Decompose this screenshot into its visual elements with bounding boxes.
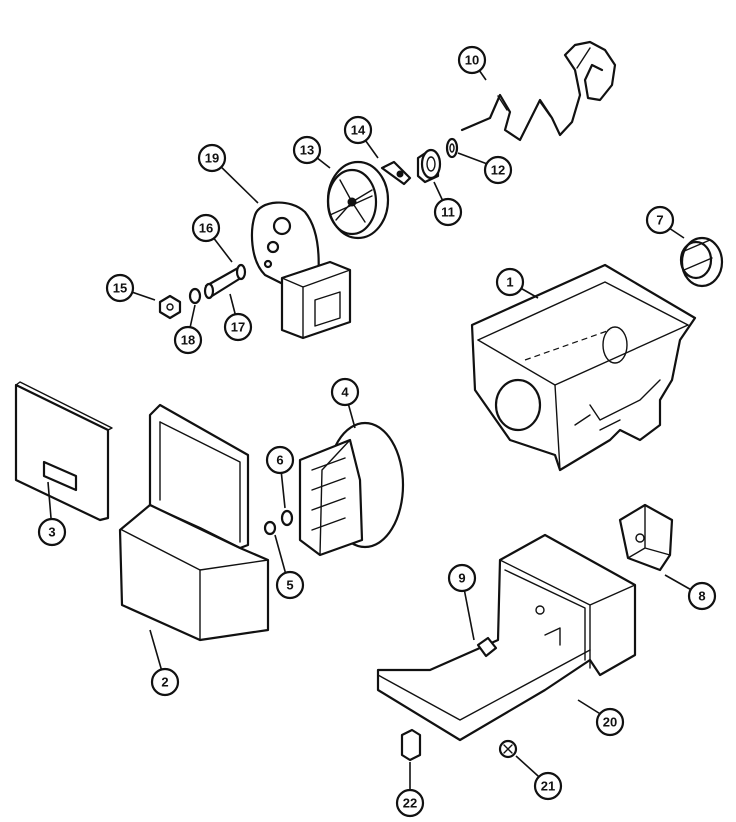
callout-label: 14	[351, 123, 366, 138]
ice-bucket-part	[470, 263, 697, 472]
callout-7: 7	[645, 205, 675, 235]
callout-label: 10	[465, 53, 479, 68]
cup-part	[679, 236, 724, 288]
switch-motor-part	[618, 503, 674, 572]
callout-16: 16	[191, 213, 221, 243]
callout-4: 4	[330, 377, 360, 407]
screw-part	[498, 739, 518, 759]
callout-label: 22	[403, 796, 417, 811]
base-tray-part	[376, 533, 637, 742]
callout-label: 12	[491, 163, 505, 178]
callout-21: 21	[533, 771, 563, 801]
callout-label: 7	[656, 213, 663, 228]
callout-label: 15	[113, 281, 127, 296]
auger-spring	[460, 40, 617, 142]
callout-label: 11	[441, 205, 455, 220]
callout-5: 5	[275, 570, 305, 600]
callout-20: 20	[595, 707, 625, 737]
callout-label: 3	[48, 525, 55, 540]
callout-17: 17	[223, 312, 253, 342]
spacer-part	[203, 263, 247, 300]
callout-label: 20	[603, 715, 617, 730]
callout-label: 5	[286, 578, 293, 593]
motor-part	[298, 421, 405, 557]
callout-label: 8	[698, 589, 705, 604]
callout-6: 6	[265, 445, 295, 475]
callout-label: 9	[458, 571, 465, 586]
callout-11: 11	[433, 197, 463, 227]
callout-13: 13	[292, 135, 322, 165]
washer-part	[445, 137, 459, 159]
housing-part	[118, 403, 270, 642]
clip-part	[380, 160, 412, 186]
callout-19: 19	[197, 143, 227, 173]
callout-label: 4	[341, 385, 349, 400]
callout-2: 2	[150, 667, 180, 697]
nut-part	[158, 294, 182, 320]
callout-8: 8	[687, 581, 717, 611]
callout-label: 17	[231, 320, 245, 335]
washer-small-part	[188, 287, 202, 305]
callout-3: 3	[37, 517, 67, 547]
callout-label: 18	[181, 333, 195, 348]
callout-label: 6	[276, 453, 283, 468]
clip-22-part	[400, 728, 422, 762]
door-part	[14, 381, 113, 522]
washer-6-part	[280, 509, 294, 527]
callout-1: 1	[495, 267, 525, 297]
bushing-part	[416, 148, 442, 184]
callout-label: 1	[506, 275, 513, 290]
callout-12: 12	[483, 155, 513, 185]
callout-15: 15	[105, 273, 135, 303]
callout-22: 22	[395, 788, 425, 818]
callout-10: 10	[457, 45, 487, 75]
callout-label: 13	[300, 143, 314, 158]
callout-label: 16	[199, 221, 213, 236]
callout-label: 2	[161, 675, 168, 690]
callout-18: 18	[173, 325, 203, 355]
callout-14: 14	[343, 115, 373, 145]
callout-9: 9	[447, 563, 477, 593]
callout-label: 19	[205, 151, 219, 166]
washer-5-part	[263, 520, 277, 536]
wheel-part	[326, 160, 390, 240]
callout-label: 21	[541, 779, 555, 794]
mounting-plate-part	[250, 201, 352, 340]
